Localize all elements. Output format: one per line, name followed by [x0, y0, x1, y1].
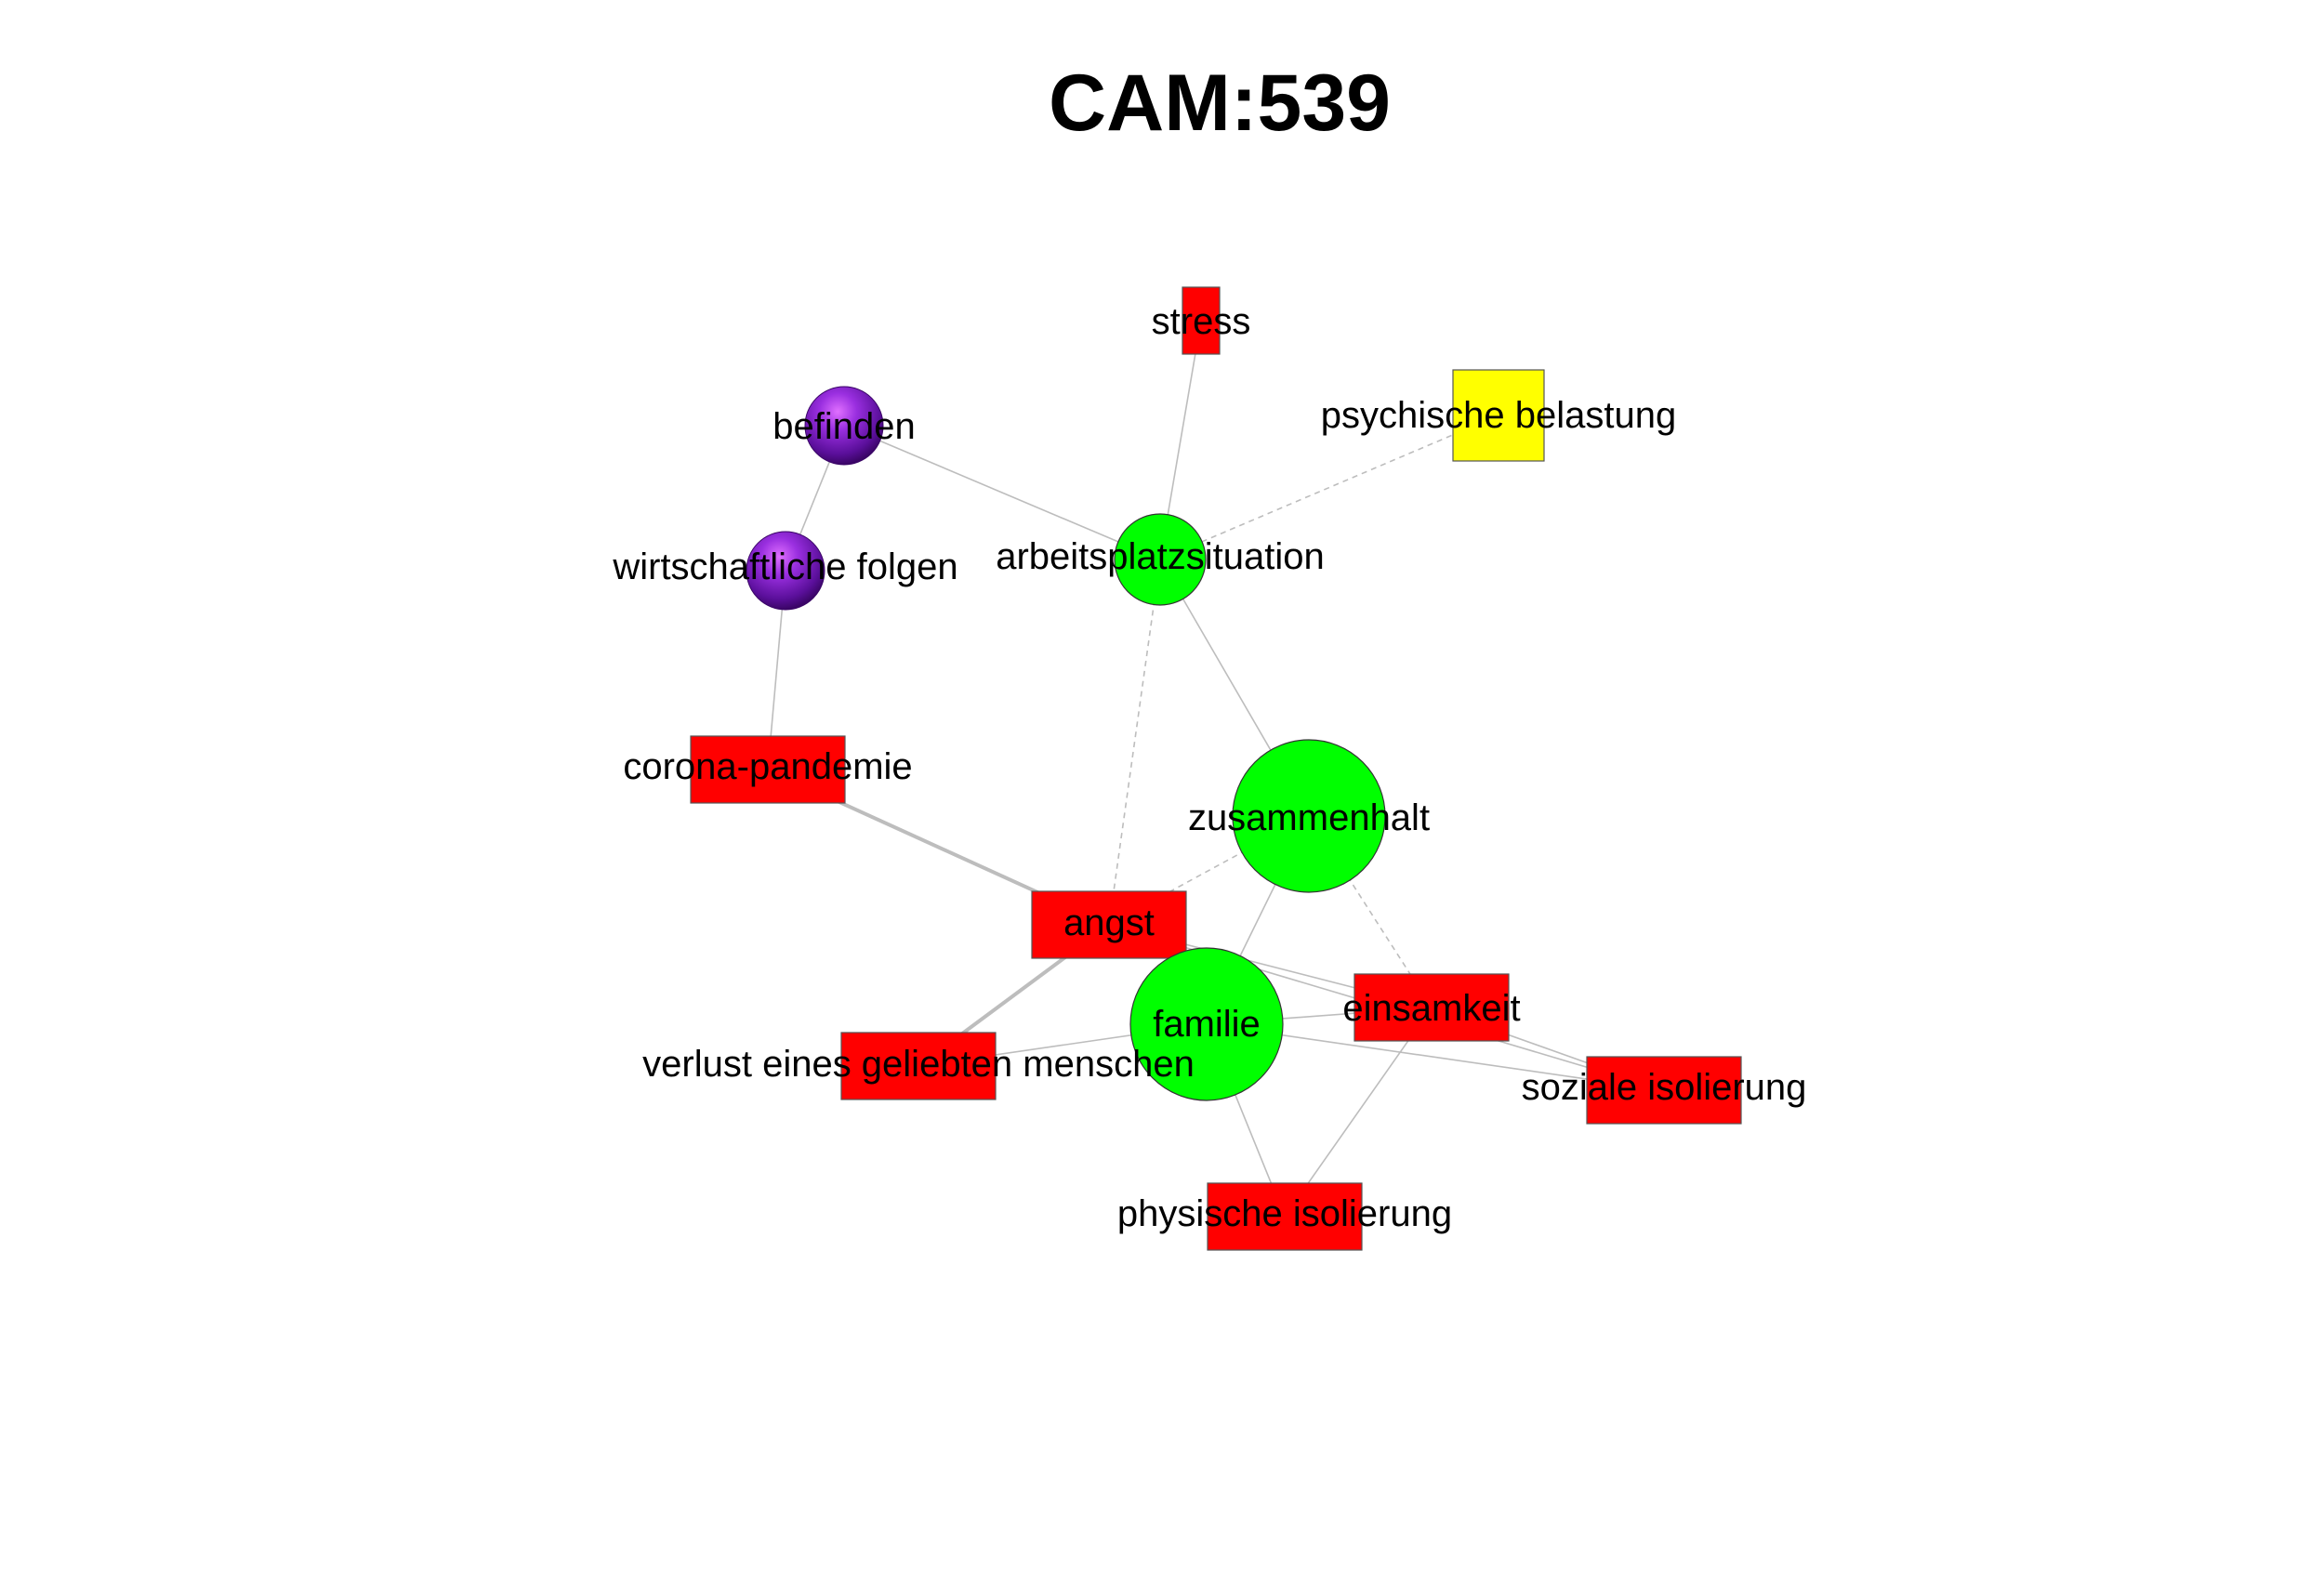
map-title: CAM:539: [1049, 59, 1391, 148]
node-label-psychische-belastung: psychische belastung: [1321, 395, 1676, 436]
node-label-wirtschaftliche-folgen: wirtschaftliche folgen: [612, 546, 957, 587]
node-stress[interactable]: [1182, 286, 1221, 355]
node-einsamkeit[interactable]: [1353, 973, 1510, 1042]
node-label-einsamkeit: einsamkeit: [1342, 988, 1520, 1029]
node-label-physische-isolierung: physische isolierung: [1117, 1193, 1452, 1234]
node-zusammenhalt[interactable]: [1232, 739, 1386, 893]
node-wirtschaftliche-folgen[interactable]: [746, 531, 825, 611]
node-label-corona-pandemie: corona-pandemie: [623, 746, 912, 787]
node-label-befinden: befinden: [772, 406, 915, 447]
node-soziale-isolierung[interactable]: [1586, 1056, 1742, 1125]
node-arbeitsplatzsituation[interactable]: [1114, 513, 1207, 606]
node-label-stress: stress: [1152, 301, 1251, 342]
node-befinden[interactable]: [804, 386, 884, 466]
node-familie[interactable]: [1129, 947, 1284, 1101]
node-label-verlust: verlust eines geliebten menschen: [642, 1044, 1195, 1085]
node-psychische-belastung[interactable]: [1452, 369, 1545, 462]
node-label-familie: familie: [1153, 1004, 1261, 1045]
node-label-soziale-isolierung: soziale isolierung: [1522, 1067, 1807, 1108]
node-verlust[interactable]: [840, 1032, 997, 1100]
labels-layer: stress psychische belastung befinden arbeit…: [612, 301, 1806, 1234]
node-angst[interactable]: [1031, 890, 1187, 959]
edge-arbeitsplatzsituation-angst: [1108, 559, 1161, 926]
nodes-layer: [690, 286, 1742, 1251]
node-label-zusammenhalt: zusammenhalt: [1188, 797, 1430, 838]
edge-befinden-arbeitsplatzsituation: [843, 425, 1161, 560]
node-label-angst: angst: [1063, 902, 1155, 943]
node-physische-isolierung[interactable]: [1207, 1182, 1363, 1251]
node-label-arbeitsplatzsituation: arbeitsplatzsituation: [996, 536, 1325, 577]
edge-einsamkeit-physische_isolierung: [1284, 1007, 1433, 1218]
node-corona-pandemie[interactable]: [690, 735, 846, 804]
